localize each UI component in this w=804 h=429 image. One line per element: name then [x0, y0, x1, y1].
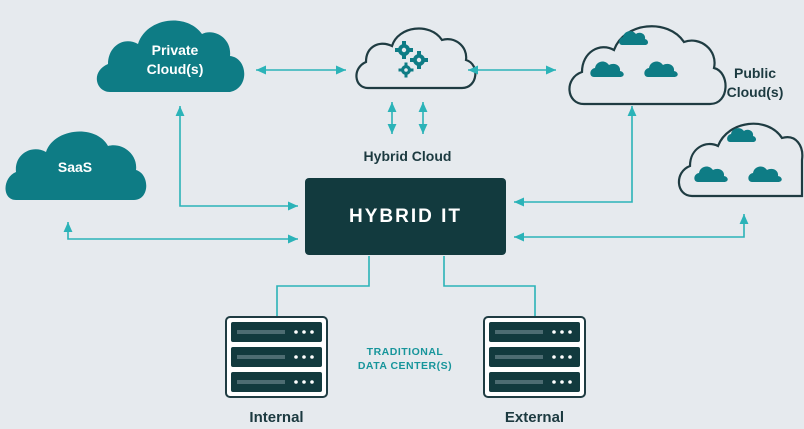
hybrid-cloud-label-text: Hybrid Cloud: [363, 148, 452, 164]
gear-icon: [410, 51, 428, 69]
server-rack-icon: [483, 316, 586, 398]
private-cloud-label: Private Cloud(s): [130, 41, 220, 79]
hybrid-cloud-shape: [355, 27, 477, 90]
cloud-icon: [590, 31, 678, 77]
connectors: [63, 65, 749, 316]
hybrid-cloud-label: Hybrid Cloud: [340, 147, 475, 166]
hybrid-it-box: HYBRID IT: [305, 178, 506, 255]
connector-hybridit-internal: [276, 256, 370, 316]
internal-label: Internal: [226, 408, 327, 427]
connector-publicbottom-hybridit: [514, 214, 749, 242]
private-cloud-label-line2: Cloud(s): [146, 61, 204, 77]
external-label: External: [484, 408, 585, 427]
public-cloud-label-line1: Public: [733, 65, 776, 81]
connector-publictop-hybridit: [514, 106, 637, 207]
saas-label: SaaS: [30, 158, 120, 177]
public-cloud-label: Public Cloud(s): [720, 64, 790, 102]
connector-hybridit-external: [443, 256, 536, 316]
cloud-icon: [694, 128, 782, 182]
gear-icon: [395, 41, 413, 59]
public-cloud-bottom-shape: [677, 122, 804, 198]
connector-private-hybridit: [175, 106, 298, 211]
external-label-text: External: [504, 409, 565, 426]
public-cloud-label-line2: Cloud(s): [726, 84, 784, 100]
traditional-label-line2: DATA CENTER(S): [357, 360, 453, 372]
hybrid-it-label: HYBRID IT: [349, 205, 462, 227]
saas-label-text: SaaS: [57, 159, 93, 175]
internal-label-text: Internal: [249, 409, 304, 426]
saas-cloud-shape: [5, 131, 147, 200]
gear-icon: [398, 62, 414, 78]
connector-saas-hybridit: [63, 222, 298, 244]
private-cloud-label-line1: Private: [151, 42, 199, 58]
traditional-label-line1: TRADITIONAL: [366, 346, 444, 358]
public-cloud-top-shape: [568, 25, 727, 106]
private-cloud-shape: [96, 20, 245, 93]
server-rack-icon: [225, 316, 328, 398]
traditional-data-center-label: TRADITIONAL DATA CENTER(S): [345, 345, 465, 373]
